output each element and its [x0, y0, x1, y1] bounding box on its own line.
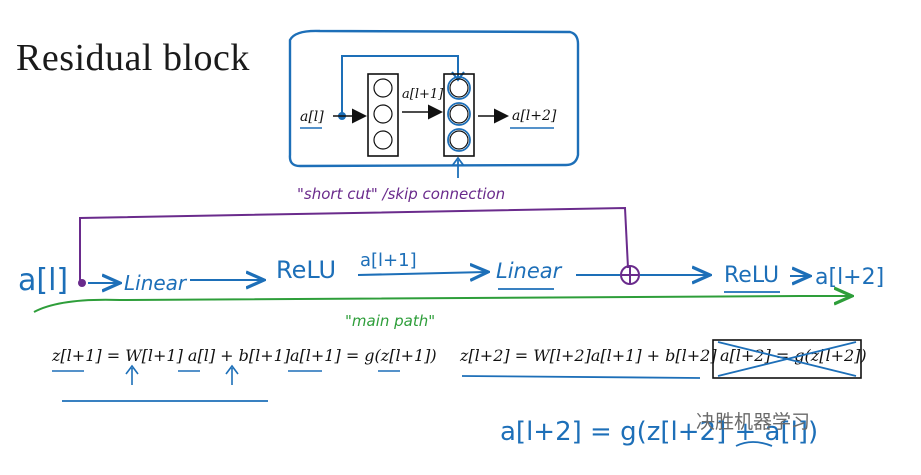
layer2-node-1: [449, 78, 469, 98]
watermark: 决胜机器学习: [696, 411, 811, 433]
main-mid: a[l+1]: [360, 250, 417, 271]
equation-3: z[l+2] = W[l+2]a[l+1] + b[l+2]: [459, 346, 717, 365]
layer1-node-2: [373, 104, 393, 124]
main-step-linear-1: Linear: [124, 271, 188, 295]
handwritten-equation: a[l+2] = g(z[l+2] + a[l]): [500, 417, 818, 447]
main-step-linear-2: Linear: [496, 259, 563, 283]
main-path-label: "main path": [345, 312, 435, 330]
main-input: a[l]: [18, 263, 68, 298]
shortcut-label: "short cut" /skip connection: [297, 185, 505, 203]
layer2-rect: [443, 73, 475, 157]
main-output: a[l+2]: [815, 265, 884, 290]
layer1-rect: [367, 73, 399, 157]
layer2-node-2: [449, 104, 469, 124]
box-out-label: a[l+2]: [512, 108, 557, 124]
box-mid-label: a[l+1]: [402, 87, 444, 102]
equation-1: z[l+1] = W[l+1] a[l] + b[l+1]: [51, 346, 291, 365]
layer2-node-3: [449, 130, 469, 150]
page-title: Residual block: [16, 37, 250, 79]
box-input-label: a[l]: [300, 109, 324, 125]
equation-4-box: [712, 339, 862, 379]
equation-4: a[l+2] = g(z[l+2]): [720, 346, 867, 365]
main-path-underline: [33, 296, 850, 313]
layer1-node-3: [373, 130, 393, 150]
equation-2: a[l+1] = g(z[l+1]): [290, 346, 437, 365]
box-skip-line: [341, 55, 459, 116]
main-step-relu-1: ReLU: [276, 256, 336, 284]
layer1-node-1: [373, 78, 393, 98]
split-dot: [78, 279, 86, 287]
main-step-relu-2: ReLU: [724, 263, 779, 288]
skip-connection-path: [79, 206, 629, 283]
highlight-box: [288, 29, 580, 168]
